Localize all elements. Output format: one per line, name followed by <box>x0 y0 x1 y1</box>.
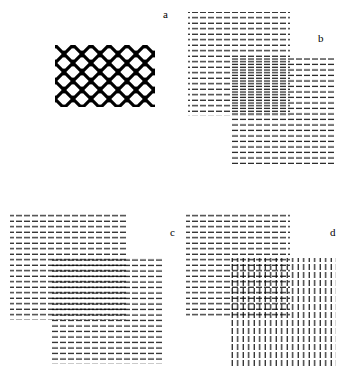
panel-label: d <box>330 227 336 238</box>
dashed-grid <box>232 58 336 164</box>
panel-label: c <box>170 227 175 238</box>
panel-label: a <box>163 9 168 20</box>
dashed-grid <box>228 258 336 366</box>
dashed-grid <box>50 258 162 364</box>
chain-link-fence <box>55 45 155 107</box>
panel-label: b <box>318 33 324 44</box>
